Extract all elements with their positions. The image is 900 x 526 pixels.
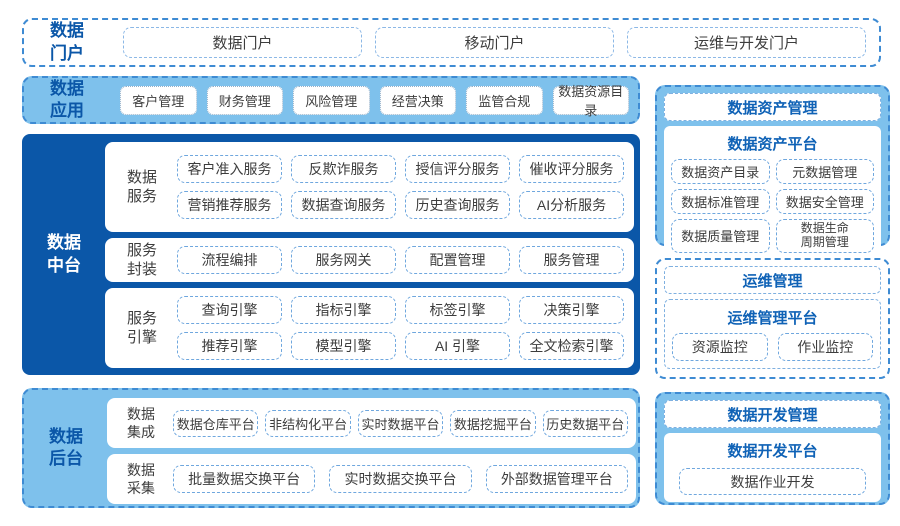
collection-pill: 外部数据管理平台 [485,465,628,493]
service-engine-grid: 查询引擎 指标引擎 标签引擎 决策引擎 推荐引擎 模型引擎 AI 引擎 全文检索… [177,296,624,360]
wrapper-pill: 流程编排 [177,246,282,274]
data-asset-management-title: 数据资产管理 [664,93,881,121]
service-wrapper-grid: 流程编排 服务网关 配置管理 服务管理 [177,246,624,274]
wrapper-pill: 服务管理 [519,246,624,274]
application-row-label: 数据 应用 [50,78,84,120]
integration-pill: 数据仓库平台 [173,409,259,437]
engine-pill: 指标引擎 [291,296,396,324]
engine-pill: 查询引擎 [177,296,282,324]
collection-pill: 实时数据交换平台 [329,465,472,493]
asset-pill: 数据生命 周期管理 [775,219,874,253]
asset-pill: 数据资产目录 [671,159,770,184]
service-engine-label: 服务 引擎 [126,309,157,347]
engine-pill: 全文检索引擎 [519,332,624,360]
data-service-label: 数据 服务 [126,168,157,206]
data-asset-platform-panel: 数据资产平台 数据资产目录 元数据管理 数据标准管理 数据安全管理 数据质量管理… [664,126,881,260]
collection-pill: 批量数据交换平台 [173,465,316,493]
data-service-grid: 客户准入服务 反欺诈服务 授信评分服务 催收评分服务 营销推荐服务 数据查询服务… [177,155,624,219]
service-pill: AI分析服务 [519,191,624,219]
data-integration-grid: 数据仓库平台 非结构化平台 实时数据平台 数据挖掘平台 历史数据平台 [173,409,628,437]
data-dev-management-title: 数据开发管理 [664,400,881,428]
portal-row: 数据 门户 数据门户 移动门户 运维与开发门户 [22,18,881,67]
application-pill: 财务管理 [206,85,283,115]
application-row: 数据 应用 客户管理 财务管理 风险管理 经营决策 监管合规 数据资源目录 [22,76,640,124]
portal-pill: 运维与开发门户 [627,27,866,58]
ops-pill: 资源监控 [672,333,768,361]
integration-pill: 数据挖掘平台 [450,409,536,437]
portal-row-label: 数据 门户 [50,21,84,63]
application-pill: 监管合规 [466,85,543,115]
portal-pill: 移动门户 [375,27,614,58]
integration-pill: 实时数据平台 [357,409,444,437]
service-pill: 客户准入服务 [177,155,282,183]
wrapper-pill: 配置管理 [405,246,510,274]
data-dev-management-block: 数据开发管理 数据开发平台 数据作业开发 [655,392,890,505]
wrapper-pill: 服务网关 [291,246,396,274]
data-service-panel: 数据 服务 客户准入服务 反欺诈服务 授信评分服务 催收评分服务 营销推荐服务 … [105,142,634,232]
service-pill: 营销推荐服务 [177,191,282,219]
service-pill: 反欺诈服务 [291,155,396,183]
engine-pill: AI 引擎 [405,332,510,360]
service-wrapper-panel: 服务 封装 流程编排 服务网关 配置管理 服务管理 [105,238,634,282]
data-integration-panel: 数据 集成 数据仓库平台 非结构化平台 实时数据平台 数据挖掘平台 历史数据平台 [107,398,636,448]
data-collection-label: 数据 采集 [127,461,155,496]
service-pill: 历史查询服务 [405,191,510,219]
data-dev-platform-title: 数据开发平台 [727,443,818,460]
ops-platform-title: 运维管理平台 [727,310,818,327]
ops-pill: 作业监控 [777,333,873,361]
application-pill: 客户管理 [120,85,197,115]
portal-pill: 数据门户 [123,27,362,58]
ops-platform-panel: 运维管理平台 资源监控 作业监控 [664,299,881,369]
data-collection-panel: 数据 采集 批量数据交换平台 实时数据交换平台 外部数据管理平台 [107,454,636,504]
service-pill: 数据查询服务 [291,191,396,219]
middle-platform-block: 数据 中台 数据 服务 客户准入服务 反欺诈服务 授信评分服务 催收评分服务 营… [22,134,640,375]
data-collection-grid: 批量数据交换平台 实时数据交换平台 外部数据管理平台 [173,465,628,493]
asset-pill: 数据质量管理 [671,219,770,253]
integration-pill: 历史数据平台 [542,409,628,437]
data-dev-platform-panel: 数据开发平台 数据作业开发 [664,433,881,502]
data-asset-platform-title: 数据资产平台 [727,136,818,153]
application-pill: 数据资源目录 [552,84,629,118]
ops-management-title: 运维管理 [664,266,881,294]
middle-platform-label: 数据 中台 [47,233,81,275]
data-integration-label: 数据 集成 [127,405,155,440]
backend-block: 数据 后台 数据 集成 数据仓库平台 非结构化平台 实时数据平台 数据挖掘平台 … [22,388,640,508]
application-pill: 经营决策 [379,85,456,115]
data-asset-grid: 数据资产目录 元数据管理 数据标准管理 数据安全管理 数据质量管理 数据生命 周… [671,159,874,253]
service-wrapper-label: 服务 封装 [126,241,157,279]
engine-pill: 模型引擎 [291,332,396,360]
engine-pill: 标签引擎 [405,296,510,324]
service-pill: 授信评分服务 [405,155,510,183]
service-engine-panel: 服务 引擎 查询引擎 指标引擎 标签引擎 决策引擎 推荐引擎 模型引擎 AI 引… [105,288,634,368]
asset-pill: 数据标准管理 [671,189,770,214]
engine-pill: 推荐引擎 [177,332,282,360]
backend-label: 数据 后台 [49,426,83,468]
ops-pill-row: 资源监控 作业监控 [672,333,873,361]
ops-management-block: 运维管理 运维管理平台 资源监控 作业监控 [655,258,890,379]
data-asset-management-block: 数据资产管理 数据资产平台 数据资产目录 元数据管理 数据标准管理 数据安全管理… [655,85,890,260]
dev-pill: 数据作业开发 [679,468,866,495]
asset-pill: 数据安全管理 [775,189,874,214]
application-pill: 风险管理 [293,85,370,115]
service-pill: 催收评分服务 [519,155,624,183]
integration-pill: 非结构化平台 [265,409,351,437]
engine-pill: 决策引擎 [519,296,624,324]
asset-pill: 元数据管理 [775,159,874,184]
